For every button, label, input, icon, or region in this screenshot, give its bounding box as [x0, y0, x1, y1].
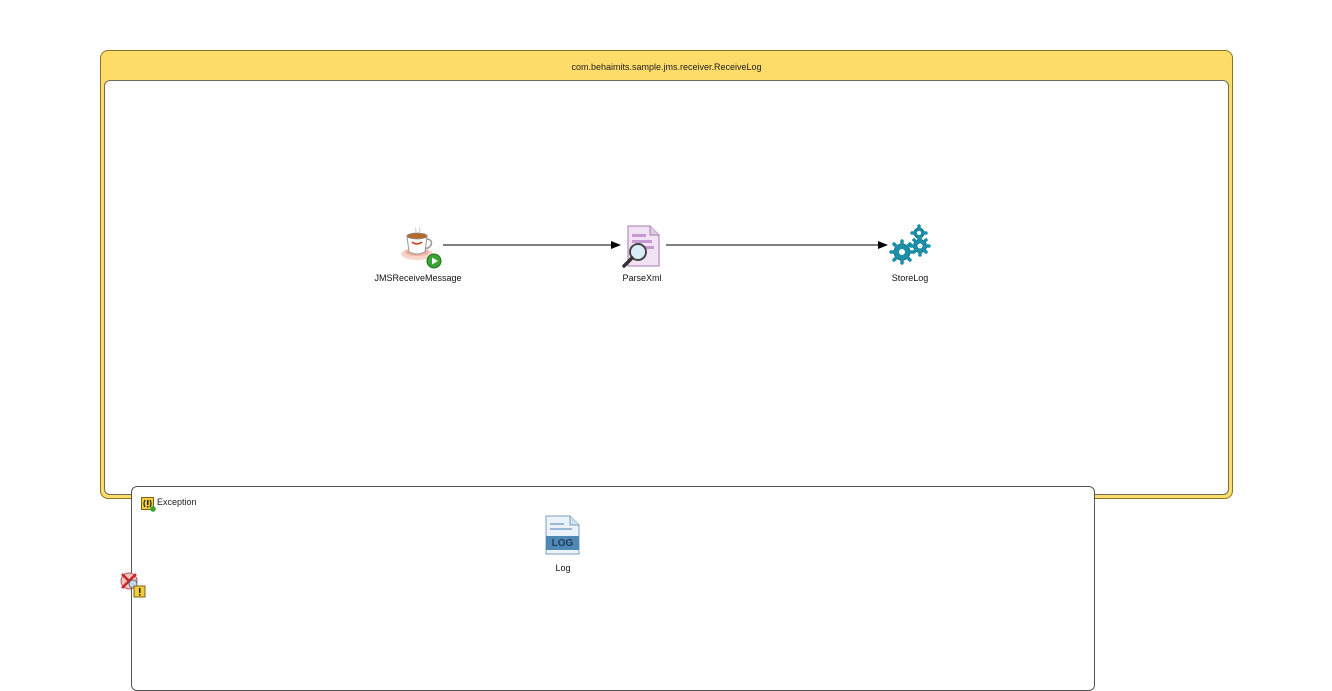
activity-label: ParseXml	[622, 273, 662, 283]
log-icon-text: LOG	[551, 538, 574, 549]
exception-icon[interactable]	[141, 497, 156, 512]
gears-icon	[889, 224, 931, 265]
exception-label: Exception	[157, 497, 197, 507]
activity-label: Log	[555, 563, 571, 573]
activity-parse-xml[interactable]: ParseXml	[618, 222, 668, 292]
activity-label: StoreLog	[891, 273, 929, 283]
activity-log[interactable]: LOG Log	[543, 514, 583, 578]
exception-frame: Exception	[131, 486, 1095, 691]
log-icon	[545, 515, 580, 555]
catch-error-icon[interactable]	[119, 571, 147, 599]
jms-receive-icon	[401, 226, 442, 269]
activity-store-log[interactable]: StoreLog	[889, 222, 939, 292]
process-title: com.behaimits.sample.jms.receiver.Receiv…	[571, 62, 762, 72]
parse-xml-icon	[622, 225, 660, 268]
activity-jms-receive-message[interactable]: JMSReceiveMessage	[374, 222, 462, 292]
process-canvas	[104, 80, 1229, 495]
process-frame: com.behaimits.sample.jms.receiver.Receiv…	[100, 50, 1233, 499]
activity-label: JMSReceiveMessage	[374, 273, 462, 283]
